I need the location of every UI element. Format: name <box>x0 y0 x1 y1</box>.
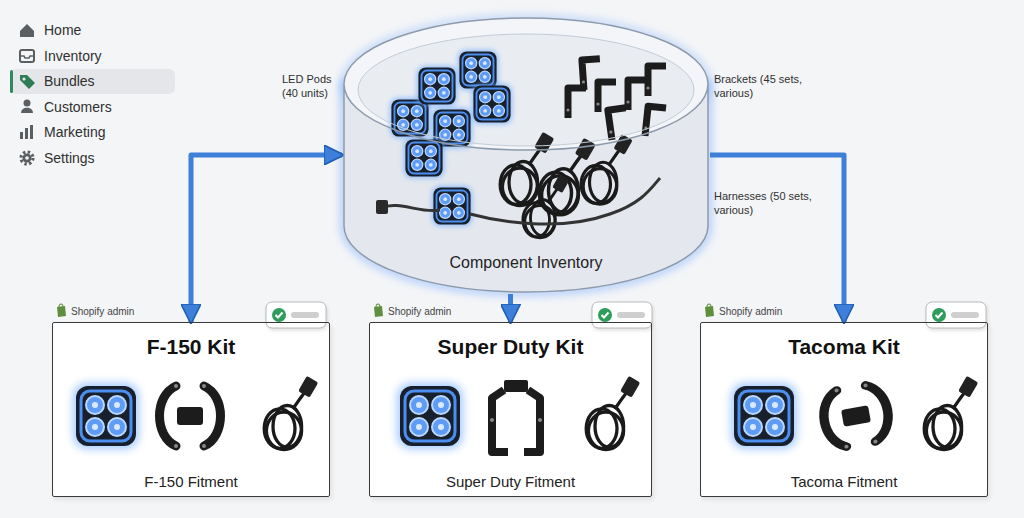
bracket <box>490 380 542 452</box>
led-pod <box>731 383 797 449</box>
tab-title: Shopify admin <box>388 306 451 317</box>
settings-icon <box>21 152 33 164</box>
status-pill <box>266 302 327 330</box>
status-pill <box>592 302 653 330</box>
kit-title: F-150 Kit <box>53 335 329 359</box>
kit-title: Super Duty Kit <box>370 335 651 359</box>
tab-title: Shopify admin <box>719 306 782 317</box>
nav-item: Settings <box>44 150 95 166</box>
kit-box: Shopify adminSuper Duty KitSuper Duty Fi… <box>369 322 652 497</box>
kit-box: Shopify adminTacoma KitTacoma Fitment <box>700 322 988 497</box>
kit-cards <box>52 302 990 500</box>
flow-arrow <box>191 155 342 322</box>
tab-title: Shopify admin <box>71 306 134 317</box>
kit-title: Tacoma Kit <box>701 335 987 359</box>
part-label: Harnesses (50 sets, various) <box>714 190 814 218</box>
flow-arrow <box>508 294 513 322</box>
harness <box>586 376 640 450</box>
kit-caption: Super Duty Fitment <box>370 473 651 490</box>
nav-item: Customers <box>44 99 112 115</box>
nav-item: Marketing <box>44 124 105 140</box>
kit-caption: F-150 Fitment <box>53 473 329 490</box>
marketing-icon <box>20 125 33 139</box>
flow-arrow <box>710 155 844 322</box>
harness <box>924 376 978 450</box>
cylinder-outline <box>342 16 710 294</box>
shopify-icon <box>57 304 66 317</box>
nav-item: Home <box>44 22 81 38</box>
kit-caption: Tacoma Fitment <box>701 473 987 490</box>
nav-highlight <box>10 69 175 94</box>
inventory-icon <box>20 50 34 62</box>
led-pod <box>390 50 513 227</box>
sidebar <box>10 24 175 164</box>
bracket <box>819 381 893 452</box>
bundles-icon <box>20 75 35 89</box>
status-pill <box>926 302 987 330</box>
home-icon <box>20 24 34 37</box>
part-label: LED Pods (40 units) <box>282 73 340 101</box>
bracket <box>160 384 221 448</box>
cylinder-label: Component Inventory <box>342 254 710 272</box>
nav-item: Bundles <box>44 73 95 89</box>
nav-item: Inventory <box>44 48 102 64</box>
customers-icon <box>21 100 33 114</box>
part-label: Brackets (45 sets, various) <box>714 73 814 101</box>
led-pod <box>73 383 139 449</box>
kit-box: Shopify adminF-150 KitF-150 Fitment <box>52 322 330 497</box>
bracket-pile <box>566 59 666 140</box>
shopify-icon <box>374 304 383 317</box>
harness <box>264 376 318 450</box>
shopify-icon <box>705 304 714 317</box>
harness-pile <box>376 132 660 238</box>
nav-marker <box>10 70 13 93</box>
cylinder-outline <box>344 18 708 292</box>
led-pod <box>397 383 463 449</box>
bin-contents <box>376 50 666 238</box>
inventory-bin <box>344 18 708 292</box>
inventory-cylinder: Component Inventory <box>342 16 710 294</box>
cylinder-rim <box>358 34 694 146</box>
